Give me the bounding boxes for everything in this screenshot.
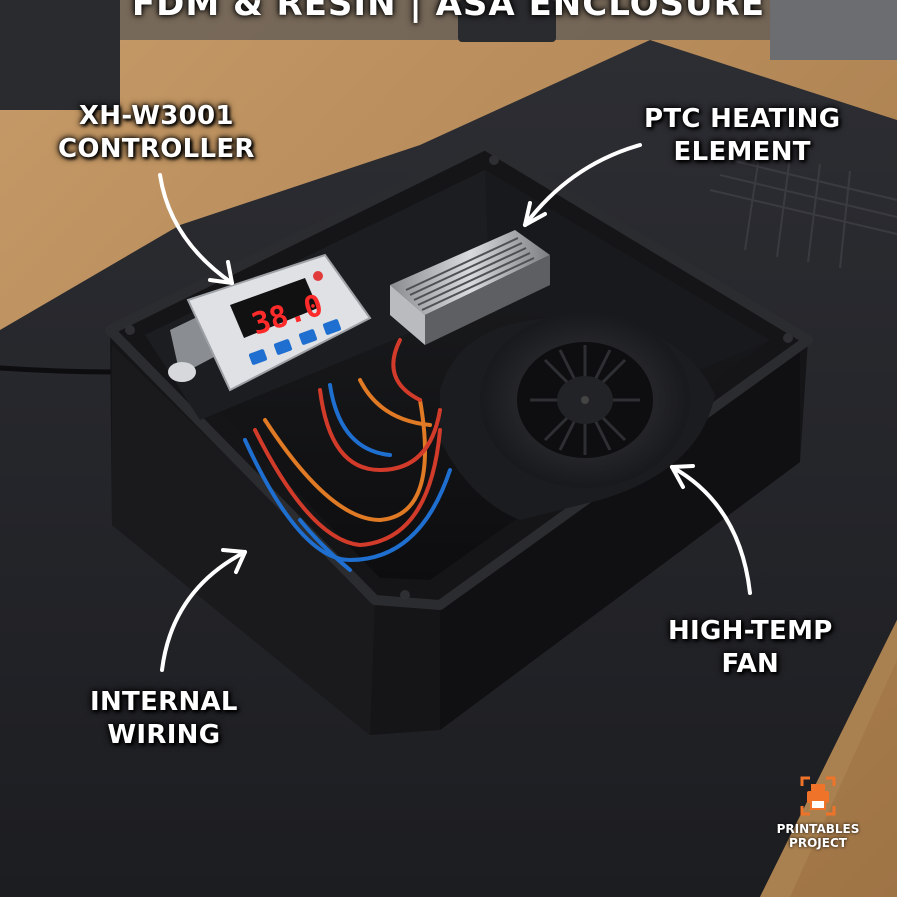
enclosure-front-left [112,345,375,735]
ptc-callout-line2: ELEMENT [673,137,811,167]
wiring-callout: INTERNAL WIRING [90,686,238,752]
wiring-callout-line1: INTERNAL [90,687,238,717]
fan-callout-line1: HIGH-TEMP [668,616,833,646]
wiring-arrow [160,550,247,672]
controller-callout-line1: XH-W3001 [78,101,234,131]
controller-arrow [158,173,234,285]
mat-edge-right [760,620,897,897]
controller-button-2 [273,339,293,355]
fan-arrow [670,465,752,595]
monitor-stand [0,0,120,110]
controller-callout-line2: CONTROLLER [58,134,255,164]
controller-mount-ear [168,362,196,382]
internal-wiring [243,338,452,572]
watermark-line1: PRINTABLES [776,822,860,836]
screw-holes [125,155,793,600]
page-title: FDM & RESIN | ASA ENCLOSURE [131,0,766,24]
watermark-line2: PROJECT [789,836,847,850]
fan-callout: HIGH-TEMP FAN [668,615,833,681]
enclosure-front-right [440,345,800,730]
fan-callout-line2: FAN [721,649,780,679]
desk-dark-top [0,0,897,40]
high-temp-fan [440,312,715,520]
ptc-callout-line1: PTC HEATING [644,104,841,134]
mat-grid [709,149,897,269]
ptc-callout: PTC HEATING ELEMENT [644,103,840,169]
controller-button-4 [322,319,342,335]
controller-button-3 [298,329,318,345]
watermark: PRINTABLES PROJECT [768,776,868,850]
printer-icon [800,776,836,816]
device-box [458,0,556,42]
controller-indicator-led [313,271,323,281]
gray-device-right [770,0,897,60]
ptc-arrow [523,143,642,227]
xh-w3001-controller: 38.0 [168,253,372,392]
arrow-icon [158,143,752,672]
controller-button-1 [248,349,268,365]
ptc-heating-element [390,230,550,345]
controller-callout: XH-W3001 CONTROLLER [58,100,255,166]
power-cable [0,365,116,375]
wiring-callout-line2: WIRING [107,720,221,750]
